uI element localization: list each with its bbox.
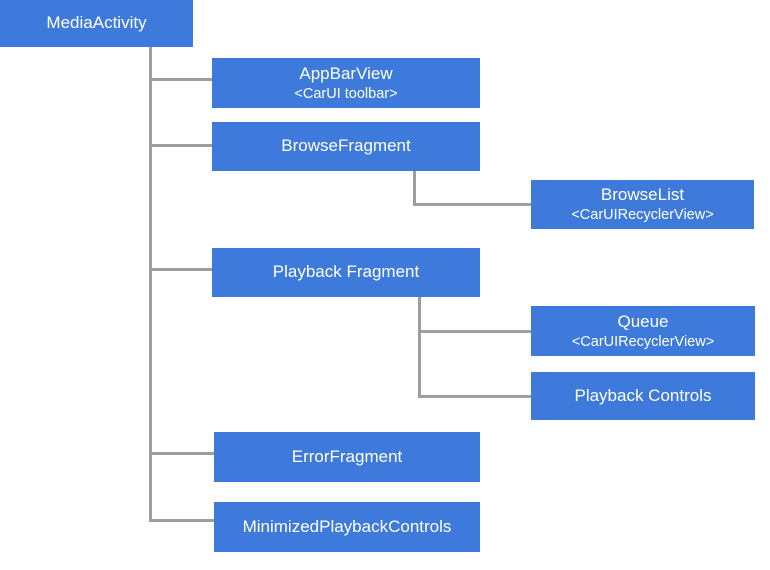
connector-trunk-vertical [149, 47, 152, 522]
connector-playbackcontrols-horizontal [418, 395, 531, 398]
node-mediaactivity-label: MediaActivity [46, 13, 147, 33]
node-errorfragment: ErrorFragment [214, 432, 480, 482]
node-errorfragment-label: ErrorFragment [291, 446, 403, 466]
node-playbackcontrols-label: Playback Controls [574, 385, 712, 405]
node-playbackcontrols: Playback Controls [531, 372, 755, 420]
connector-playbackfragment-elbow-vertical [418, 297, 421, 398]
node-mediaactivity: MediaActivity [0, 0, 193, 47]
connector-branch-appbarview [149, 78, 212, 81]
node-playbackfragment: Playback Fragment [212, 248, 480, 297]
node-appbarview-sublabel: <CarUI toolbar> [294, 85, 398, 102]
connector-browsefragment-elbow-vertical [413, 171, 416, 206]
node-queue: Queue <CarUIRecyclerView> [531, 306, 755, 356]
connector-browselist-horizontal [413, 203, 531, 206]
connector-queue-horizontal [418, 330, 531, 333]
node-minimizedplaybackcontrols-label: MinimizedPlaybackControls [242, 516, 452, 536]
node-browselist-label: BrowseList [600, 185, 685, 205]
node-browselist-sublabel: <CarUIRecyclerView> [571, 207, 714, 224]
node-browsefragment-label: BrowseFragment [281, 136, 411, 156]
node-appbarview: AppBarView <CarUI toolbar> [212, 58, 480, 108]
connector-branch-playbackfragment [149, 268, 212, 271]
node-browsefragment: BrowseFragment [212, 122, 480, 171]
connector-branch-errorfragment [149, 452, 214, 455]
node-minimizedplaybackcontrols: MinimizedPlaybackControls [214, 502, 480, 552]
connector-branch-browsefragment [149, 144, 212, 147]
node-queue-label: Queue [617, 311, 669, 331]
node-browselist: BrowseList <CarUIRecyclerView> [531, 180, 754, 229]
connector-branch-minimizedcontrols [149, 519, 214, 522]
node-queue-sublabel: <CarUIRecyclerView> [571, 333, 715, 350]
node-playbackfragment-label: Playback Fragment [272, 262, 420, 282]
node-appbarview-label: AppBarView [299, 63, 393, 83]
